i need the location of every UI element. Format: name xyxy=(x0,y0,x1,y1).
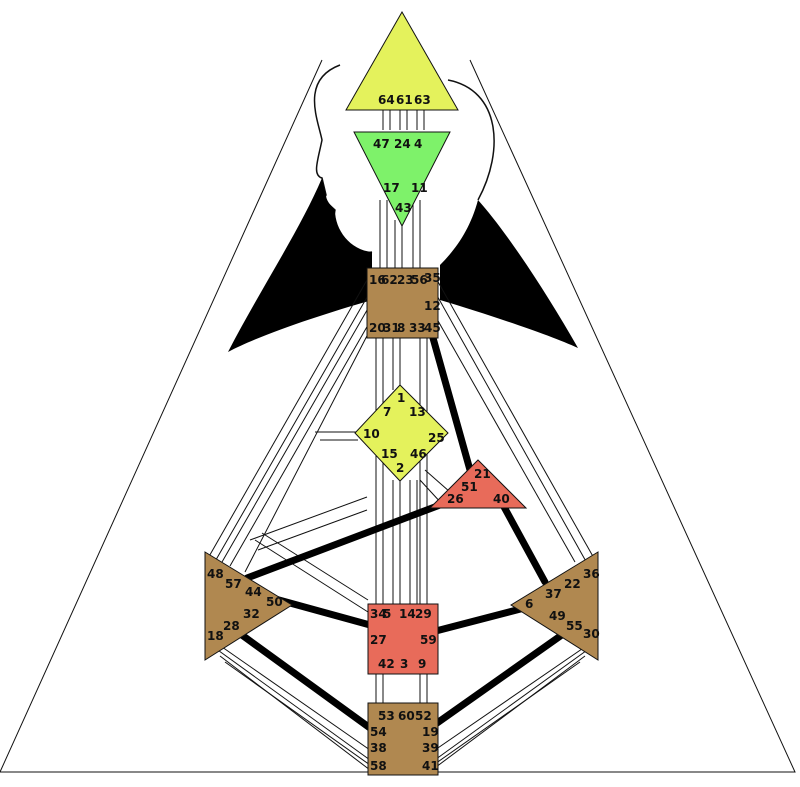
hair-right xyxy=(440,200,578,348)
gate-label: 49 xyxy=(549,609,566,623)
gate-label: 64 xyxy=(378,93,395,107)
gate-label: 46 xyxy=(410,447,427,461)
gate-label: 32 xyxy=(243,607,260,621)
gate-label: 44 xyxy=(245,585,262,599)
gate-label: 4 xyxy=(414,137,422,151)
throat-center[interactable]: 16 62 23 56 35 12 20 31 8 33 45 xyxy=(366,267,441,339)
gate-label: 12 xyxy=(424,299,441,313)
gate-label: 21 xyxy=(474,467,491,481)
gate-label: 42 xyxy=(378,657,395,671)
gate-label: 53 xyxy=(378,709,395,723)
gate-label: 1 xyxy=(397,391,405,405)
gate-label: 56 xyxy=(411,273,428,287)
ajna-center[interactable]: 47 24 4 17 11 43 xyxy=(353,131,451,228)
gate-label: 2 xyxy=(396,461,404,475)
gate-label: 63 xyxy=(414,93,431,107)
gate-label: 55 xyxy=(566,619,583,633)
gate-label: 38 xyxy=(370,741,387,755)
head-center[interactable]: 64 61 63 xyxy=(345,10,459,111)
root-center[interactable]: 53 60 52 54 19 38 39 58 41 xyxy=(367,702,439,776)
gate-label: 59 xyxy=(420,633,437,647)
gate-label: 17 xyxy=(383,181,400,195)
gate-label: 52 xyxy=(415,709,432,723)
gate-label: 48 xyxy=(207,567,224,581)
gate-label: 40 xyxy=(493,492,510,506)
gate-label: 34 xyxy=(370,607,387,621)
sacral-center[interactable]: 34 5 14 29 27 59 42 3 9 xyxy=(367,603,439,675)
gate-label: 16 xyxy=(369,273,386,287)
head-silhouette xyxy=(228,64,578,352)
gate-label: 62 xyxy=(381,273,398,287)
gate-label: 26 xyxy=(447,492,464,506)
gate-label: 18 xyxy=(207,629,224,643)
gate-label: 20 xyxy=(369,321,386,335)
gate-label: 43 xyxy=(395,201,412,215)
gate-label: 7 xyxy=(383,405,391,419)
gate-label: 14 xyxy=(399,607,416,621)
gate-label: 47 xyxy=(373,137,390,151)
gate-label: 24 xyxy=(394,137,411,151)
channels xyxy=(206,108,596,771)
gate-label: 9 xyxy=(418,657,426,671)
gate-label: 35 xyxy=(424,271,441,285)
gate-label: 33 xyxy=(409,321,426,335)
gate-label: 23 xyxy=(397,273,414,287)
gate-label: 28 xyxy=(223,619,240,633)
gate-label: 58 xyxy=(370,759,387,773)
hair-left xyxy=(228,178,372,352)
gate-label: 27 xyxy=(370,633,387,647)
gate-label: 10 xyxy=(363,427,380,441)
gate-label: 25 xyxy=(428,431,445,445)
gate-label: 6 xyxy=(525,597,533,611)
gate-label: 60 xyxy=(398,709,415,723)
gate-label: 8 xyxy=(397,321,405,335)
gate-label: 57 xyxy=(225,577,242,591)
gate-label: 29 xyxy=(415,607,432,621)
gate-label: 19 xyxy=(422,725,439,739)
gate-label: 37 xyxy=(545,587,562,601)
gate-label: 11 xyxy=(411,181,428,195)
gate-label: 61 xyxy=(396,93,413,107)
gate-label: 22 xyxy=(564,577,581,591)
gate-label: 3 xyxy=(400,657,408,671)
gate-label: 50 xyxy=(266,595,283,609)
gate-label: 5 xyxy=(383,607,391,621)
gate-label: 13 xyxy=(409,405,426,419)
spleen-center[interactable]: 48 57 44 50 32 28 18 xyxy=(204,551,293,661)
gate-label: 45 xyxy=(424,321,441,335)
gate-label: 15 xyxy=(381,447,398,461)
solar-plexus-center[interactable]: 36 22 37 6 49 55 30 xyxy=(510,551,600,661)
g-center[interactable]: 1 7 13 10 25 15 46 2 xyxy=(354,384,449,482)
gate-label: 36 xyxy=(583,567,600,581)
gate-label: 31 xyxy=(383,321,400,335)
gate-label: 30 xyxy=(583,627,600,641)
gate-label: 41 xyxy=(422,759,439,773)
gate-label: 51 xyxy=(461,480,478,494)
ego-center[interactable]: 21 51 26 40 xyxy=(428,459,528,509)
gate-label: 54 xyxy=(370,725,387,739)
gate-label: 39 xyxy=(422,741,439,755)
